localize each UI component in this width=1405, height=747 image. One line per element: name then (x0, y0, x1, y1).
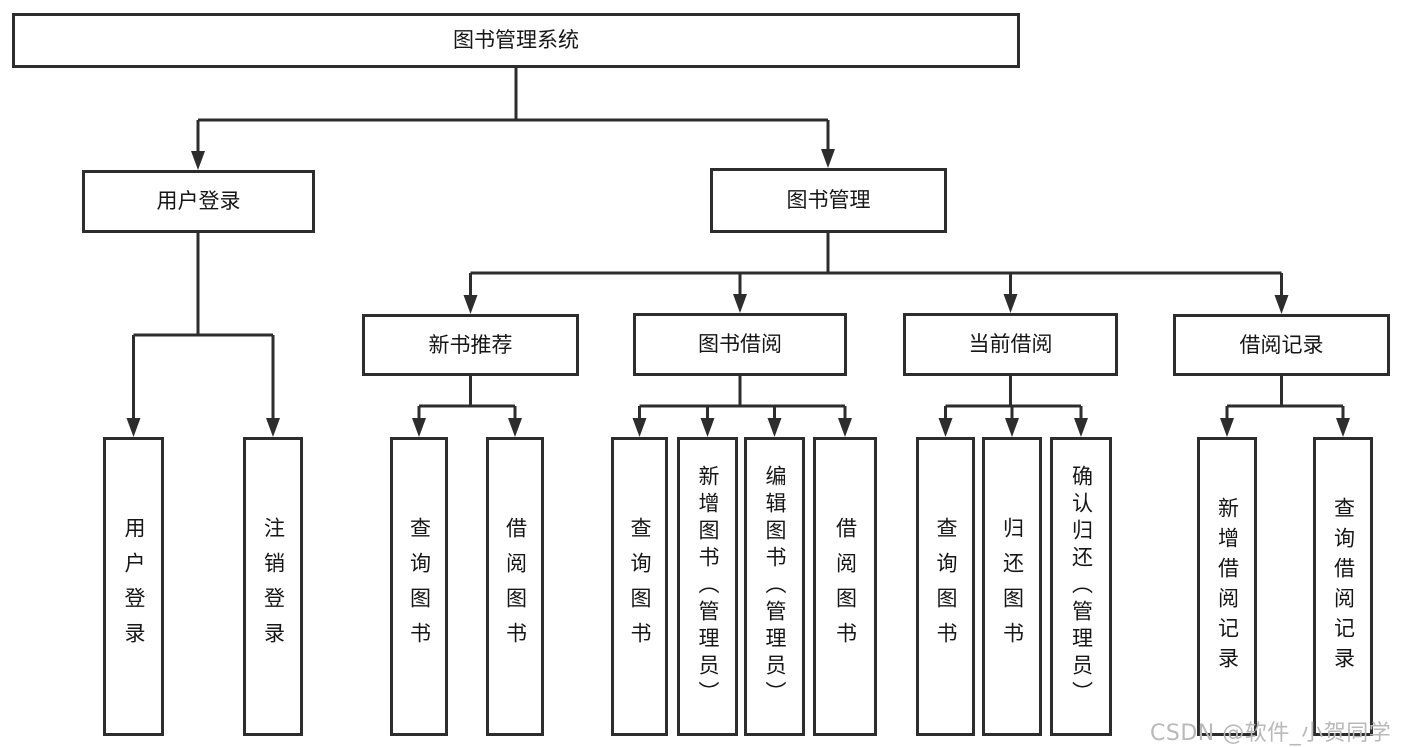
csdn-watermark: CSDN @软件_小贺同学 (1150, 721, 1392, 746)
leaf-user-login: 用户登录 (103, 437, 164, 736)
node-borrowing-records: 借阅记录 (1173, 314, 1390, 376)
node-book-management: 图书管理 (710, 168, 947, 233)
leaf-return-books: 归还图书 (982, 437, 1042, 736)
node-new-book-recommendation: 新书推荐 (362, 314, 579, 376)
leaf-edit-books-admin: 编辑图书（管理员） (744, 437, 805, 736)
node-book-borrowing: 图书借阅 (633, 313, 847, 376)
leaf-add-books-admin: 新增图书（管理员） (677, 437, 738, 736)
connector-lines (132, 68, 1345, 420)
leaf-borrow-books-recommend: 借阅图书 (486, 437, 544, 736)
leaf-borrow-books-borrowing: 借阅图书 (813, 437, 877, 736)
node-library-management-system: 图书管理系统 (12, 13, 1020, 68)
leaf-add-borrowing-record: 新增借阅记录 (1197, 437, 1257, 736)
leaf-query-books-borrowing: 查询图书 (611, 437, 668, 736)
leaf-confirm-return-admin: 确认归还（管理员） (1050, 437, 1112, 736)
leaf-query-borrowing-record: 查询借阅记录 (1313, 437, 1373, 736)
leaf-logout: 注销登录 (243, 437, 303, 736)
node-user-login: 用户登录 (82, 170, 315, 233)
node-current-borrowing: 当前借阅 (903, 313, 1118, 376)
leaf-query-books-current: 查询图书 (916, 437, 975, 736)
leaf-query-books-recommend: 查询图书 (390, 437, 448, 736)
